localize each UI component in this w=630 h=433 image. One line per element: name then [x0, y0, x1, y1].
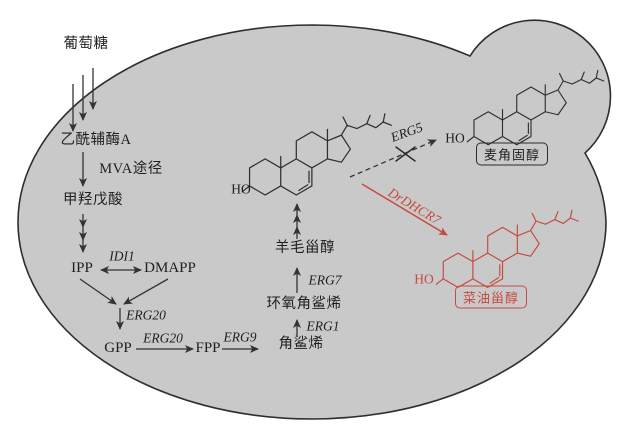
label-gpp: GPP [104, 339, 132, 356]
label-ergosterol-box: 麦角固醇 [475, 142, 549, 166]
label-mva-pathway: MVA途径 [99, 161, 163, 178]
label-erg20-condense: ERG20 [126, 307, 166, 323]
label-ho-campesterol: HO [414, 271, 434, 287]
label-dmapp: DMAPP [144, 259, 196, 276]
arrow-erg5-blocked-dashed [349, 139, 437, 178]
arrow-dmapp-condense [123, 278, 169, 305]
blocked-cross-icon [395, 146, 416, 162]
label-erg7: ERG7 [308, 272, 342, 288]
label-squalene-epoxide: 环氧角鲨烯 [266, 296, 342, 313]
label-squalene: 角鲨烯 [278, 336, 324, 353]
pathway-arrows [69, 68, 437, 353]
yeast-cell-shape [17, 19, 612, 420]
label-erg1: ERG1 [306, 318, 340, 334]
label-campesterol-box: 菜油甾醇 [454, 285, 528, 309]
label-erg9: ERG9 [223, 329, 257, 345]
label-acetyl-coa: 乙酰辅酶A [60, 132, 132, 149]
label-lanosterol: 羊毛甾醇 [275, 240, 335, 257]
label-glucose: 葡萄糖 [63, 36, 109, 53]
label-erg20-elongate: ERG20 [143, 330, 183, 346]
label-idi1: IDI1 [109, 248, 135, 264]
arrow-ipp-condense [79, 278, 117, 305]
arrow-drdhcr7-red [361, 183, 448, 236]
label-ho-intermediate: HO [231, 181, 251, 197]
label-ipp: IPP [71, 259, 93, 276]
label-fpp: FPP [195, 339, 221, 356]
label-ho-ergosterol: HO [445, 130, 465, 146]
label-mevalonate: 甲羟戊酸 [63, 192, 123, 209]
